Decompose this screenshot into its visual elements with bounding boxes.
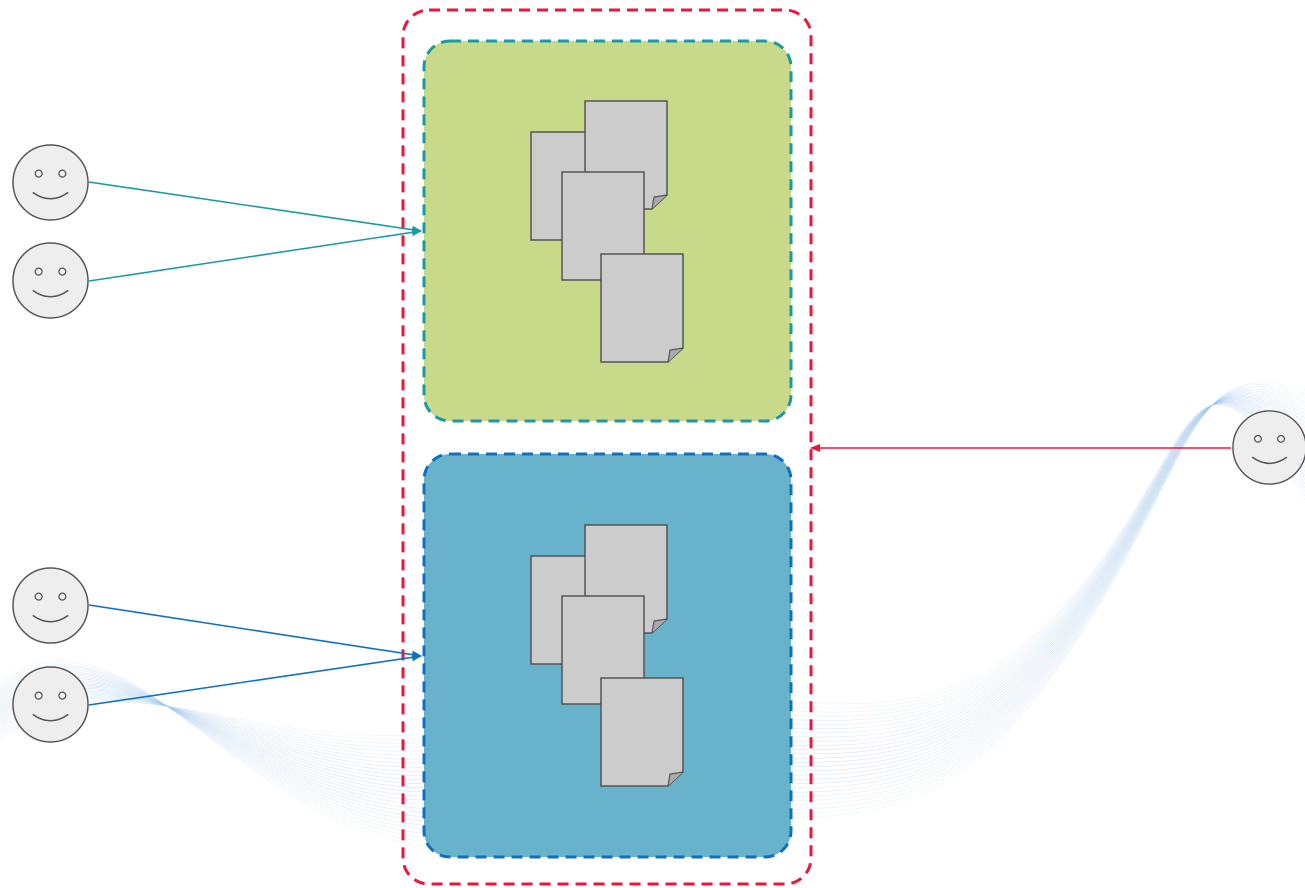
wave-line (0, 401, 1305, 772)
wave-line (0, 404, 1305, 741)
wave-line (0, 397, 1305, 797)
wave-line (0, 396, 1305, 806)
smiley-face-icon (12, 144, 89, 221)
wave-line (0, 402, 1305, 764)
wave-line (0, 400, 1305, 776)
smiley-face-icon (1232, 410, 1305, 485)
wave-line (0, 399, 1305, 789)
wave-line (0, 398, 1305, 793)
wave-line (0, 400, 1305, 780)
wave-line (0, 399, 1305, 785)
wave-line (0, 403, 1305, 748)
document-icon (600, 253, 684, 363)
wave-line (0, 403, 1305, 744)
wave-line (0, 401, 1305, 768)
arrow-user-green-1 (88, 181, 422, 234)
arrow-user-blue-1 (88, 604, 422, 659)
wave-line (0, 403, 1305, 752)
smiley-face-icon (12, 242, 89, 319)
blue-group (422, 452, 793, 859)
green-group (422, 39, 793, 423)
smiley-face-icon (12, 567, 89, 644)
blue-group-border (422, 452, 793, 859)
decorative-wave-lines (0, 382, 1305, 848)
wave-line (0, 402, 1305, 760)
document-icon (600, 677, 684, 787)
smiley-face-icon (12, 666, 89, 743)
green-group-border (422, 39, 793, 423)
arrow-user-green-2 (88, 228, 422, 282)
wave-line (0, 404, 1305, 740)
wave-line (0, 396, 1305, 801)
arrow-user-blue-2 (88, 653, 422, 706)
wave-line (0, 403, 1305, 756)
